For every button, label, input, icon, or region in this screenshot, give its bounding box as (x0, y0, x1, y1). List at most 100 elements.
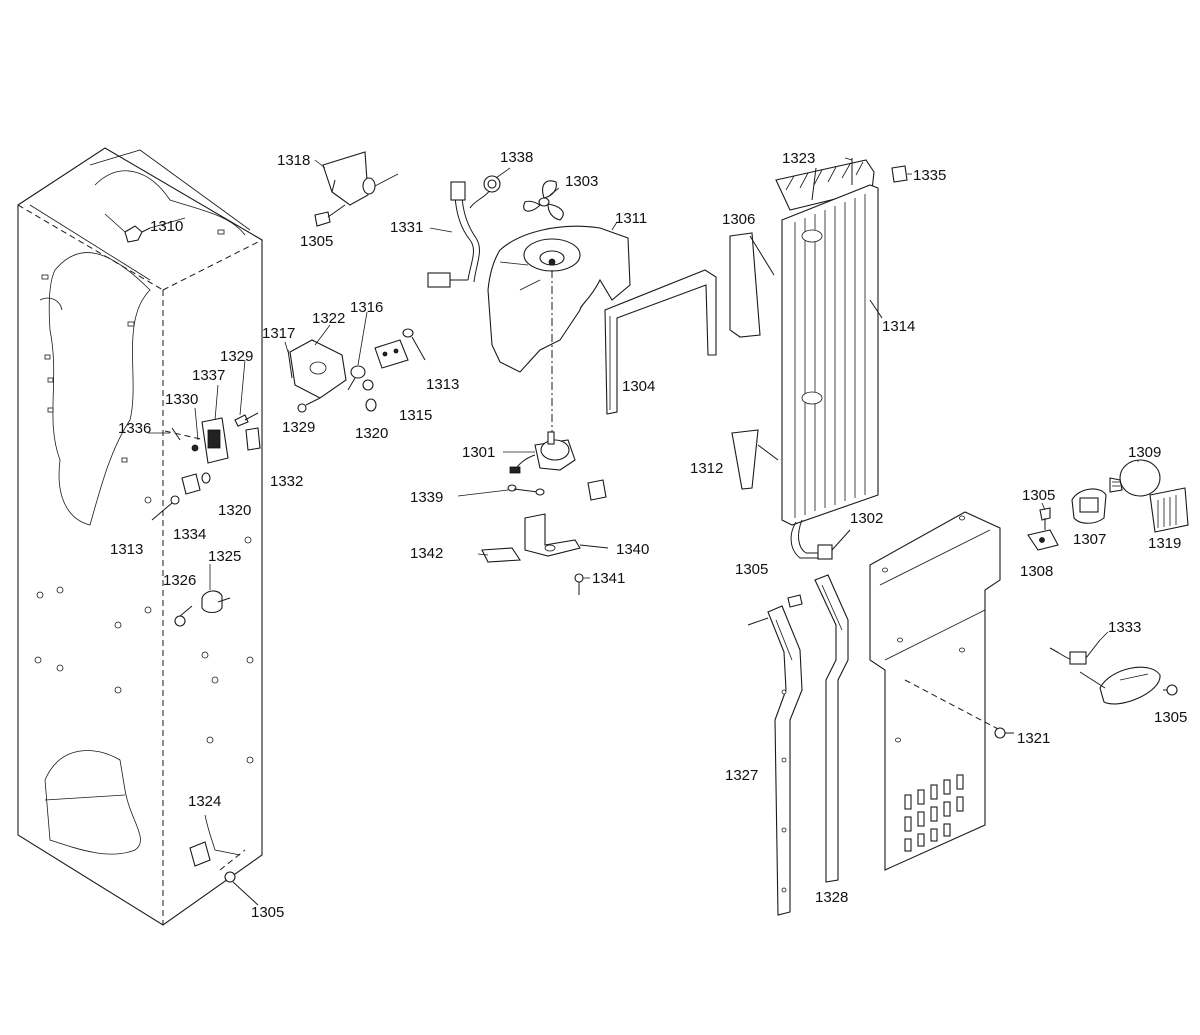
label-1323: 1323 (782, 150, 815, 167)
part-1338-grommet (483, 175, 501, 193)
part-1313-screw-left (151, 495, 180, 521)
label-1320: 1320 (355, 425, 388, 442)
part-1322-cover (289, 339, 347, 399)
part-1311-fan-shroud (487, 225, 631, 440)
part-1321-rear-panel (869, 511, 1001, 871)
label-1339: 1339 (410, 489, 443, 506)
part-1305-screw-top (314, 204, 346, 227)
label-1315: 1315 (399, 407, 432, 424)
label-1342: 1342 (410, 545, 443, 562)
label-1329: 1329 (282, 419, 315, 436)
label-1333: 1333 (1108, 619, 1141, 636)
part-1324-bracket (189, 814, 241, 867)
label-1340: 1340 (616, 541, 649, 558)
part-1329-screw (234, 412, 259, 427)
part-1305-screw-rail (787, 594, 803, 608)
part-1340-bracket (524, 513, 609, 557)
label-1305: 1305 (1022, 487, 1055, 504)
part-1305-screw-right-top (1039, 507, 1051, 530)
part-1304-gasket (604, 269, 717, 415)
label-1305: 1305 (300, 233, 333, 250)
label-1330: 1330 (165, 391, 198, 408)
part-1339-wire (507, 484, 545, 496)
label-1338: 1338 (500, 149, 533, 166)
part-1335-cap (891, 165, 908, 183)
label-1314: 1314 (882, 318, 915, 335)
label-1309: 1309 (1128, 444, 1161, 461)
part-1307-socket (1071, 488, 1107, 524)
label-1336: 1336 (118, 420, 151, 437)
label-1335: 1335 (913, 167, 946, 184)
label-1312: 1312 (690, 460, 723, 477)
label-1322: 1322 (312, 310, 345, 327)
part-1305-screw-light (1163, 684, 1178, 696)
label-1307: 1307 (1073, 531, 1106, 548)
evaporator-fins (794, 194, 866, 518)
label-1305: 1305 (251, 904, 284, 921)
part-1312-deflector (731, 429, 779, 490)
part-1306-deflector (729, 232, 775, 338)
label-1303: 1303 (565, 173, 598, 190)
part-1302-harness (790, 519, 851, 560)
part-1326-screw (174, 605, 193, 627)
label-1334: 1334 (173, 526, 206, 543)
liner-holes (34, 229, 254, 764)
part-labels: 1318 1305 1331 1338 1303 1311 1306 1323 … (110, 149, 1187, 921)
part-1313-screw-mid (402, 328, 426, 361)
label-1326: 1326 (163, 572, 196, 589)
part-1319-cover (1149, 487, 1189, 533)
label-1329: 1329 (220, 348, 253, 365)
label-1305: 1305 (735, 561, 768, 578)
part-1342-strip (481, 547, 521, 563)
label-1313: 1313 (110, 541, 143, 558)
part-1316-knob (347, 365, 366, 391)
label-1311: 1311 (615, 210, 647, 227)
label-1327: 1327 (725, 767, 758, 784)
label-1318: 1318 (277, 152, 310, 169)
label-1308: 1308 (1020, 563, 1053, 580)
label-1306: 1306 (722, 211, 755, 228)
part-1325-thermostat (201, 590, 231, 614)
part-1337-bracket (164, 417, 229, 464)
label-1304: 1304 (622, 378, 655, 395)
part-1309-bulb (1109, 459, 1161, 497)
part-1334-bracket (181, 472, 211, 495)
part-1303-fan-blade (523, 180, 564, 221)
label-1320: 1320 (218, 502, 251, 519)
label-1317: 1317 (262, 325, 295, 342)
part-1301-fan-motor (509, 431, 576, 474)
part-1314-evaporator (781, 184, 883, 526)
part-1308-clip (1027, 529, 1059, 551)
label-1313: 1313 (426, 376, 459, 393)
label-1341: 1341 (592, 570, 625, 587)
label-1302: 1302 (850, 510, 883, 527)
part-1318-bracket (322, 151, 399, 206)
vent-slots (904, 774, 964, 852)
label-1301: 1301 (462, 444, 495, 461)
leader-lines (148, 157, 1139, 641)
label-1316: 1316 (350, 299, 383, 316)
label-1332: 1332 (270, 473, 303, 490)
label-1331: 1331 (390, 219, 423, 236)
label-1324: 1324 (188, 793, 221, 810)
label-1305: 1305 (1154, 709, 1187, 726)
part-1323-top-cover (775, 158, 875, 211)
label-1325: 1325 (208, 548, 241, 565)
part-1332-clip (245, 427, 261, 451)
label-1319: 1319 (1148, 535, 1181, 552)
part-1329-screw-mid (297, 397, 321, 413)
label-1328: 1328 (815, 889, 848, 906)
part-1320-spacer-mid (362, 379, 377, 412)
part-1328-rail (814, 574, 849, 883)
part-pad (587, 479, 607, 501)
part-1327-rail (747, 605, 803, 916)
label-1321: 1321 (1017, 730, 1050, 747)
cabinet-liner (17, 147, 263, 926)
label-1337: 1337 (192, 367, 225, 384)
part-1317-pin (287, 349, 293, 379)
part-1333-light-assembly (1049, 639, 1161, 705)
part-1315-control (374, 339, 409, 369)
part-1331-harness (427, 181, 491, 288)
part-1305-screw-bottom (219, 849, 259, 906)
